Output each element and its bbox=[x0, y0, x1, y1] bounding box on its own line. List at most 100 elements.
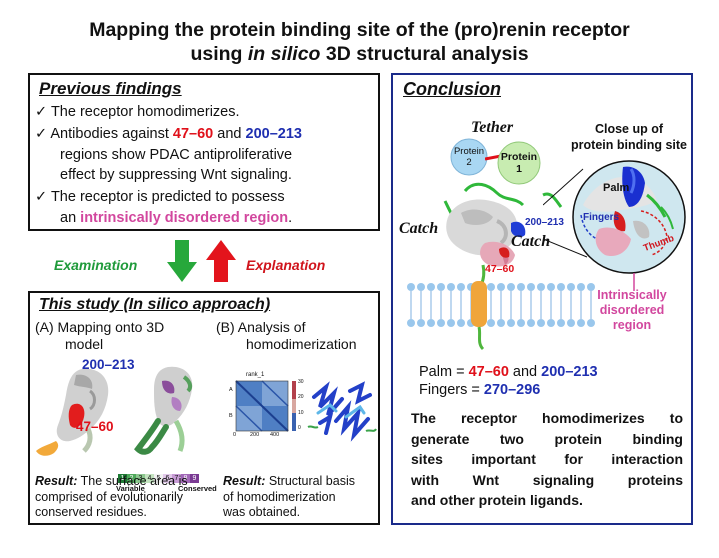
summary-line-4: with Wnt signaling proteins bbox=[411, 471, 683, 488]
protein-2-label: Protein 2 bbox=[450, 146, 488, 168]
check-icon: ✓ bbox=[35, 189, 48, 205]
palm-equation: Palm = 47–60 and 200–213 bbox=[419, 364, 598, 380]
result-a-line-3: conserved residues. bbox=[35, 505, 147, 519]
colorbar-tick-10: 10 bbox=[298, 410, 304, 416]
region-47-60: 47–60 bbox=[172, 126, 214, 142]
catch-left-label: Catch bbox=[399, 220, 439, 237]
intrinsically-disordered-region-text: intrinsically disordered region bbox=[80, 210, 289, 226]
panel-a-label-2: model bbox=[65, 336, 104, 352]
tether-connector bbox=[485, 154, 501, 161]
bullet-2-pre: Antibodies against bbox=[50, 126, 173, 142]
fingers-region-270-296: 270–296 bbox=[483, 382, 541, 398]
result-b-line-3: was obtained. bbox=[223, 505, 301, 519]
summary-line-2: generate two protein binding bbox=[411, 430, 683, 447]
panel-b-label: (B) Analysis of bbox=[216, 319, 306, 335]
bullet-3-text: The receptor is predicted to possess bbox=[50, 189, 285, 205]
summary-line-3: sites important for interaction bbox=[411, 451, 683, 467]
heatmap-tick-x-200: 200 bbox=[250, 432, 260, 438]
conclusion-label-47-60: 47–60 bbox=[485, 263, 515, 275]
palm-equation-pre: Palm = bbox=[419, 364, 469, 380]
idr-label-2: disordered bbox=[599, 303, 665, 317]
colorbar-tick-0: 0 bbox=[298, 425, 301, 431]
contact-map-heatmap bbox=[235, 380, 296, 432]
legend-swatch-8: 8 bbox=[181, 474, 190, 483]
protein-1-number: 1 bbox=[516, 163, 522, 175]
heatmap-tick-y-a: A bbox=[229, 387, 233, 393]
bullet-3-line-2: an intrinsically disordered region. bbox=[60, 209, 292, 228]
result-b-line-2: of homodimerization bbox=[223, 490, 336, 504]
fingers-label: Fingers bbox=[583, 212, 620, 223]
colorbar-tick-20: 20 bbox=[298, 394, 304, 400]
bullet-1-text: The receptor homodimerizes. bbox=[50, 104, 240, 120]
protein-1-label: Protein 1 bbox=[497, 151, 541, 175]
closeup-title-2: protein binding site bbox=[571, 138, 687, 152]
conservation-surface-model bbox=[134, 366, 193, 455]
legend-swatch-3: 3 bbox=[136, 474, 145, 483]
legend-swatch-6: 6 bbox=[163, 474, 172, 483]
legend-swatch-1: 1 bbox=[118, 474, 127, 483]
heatmap-tick-x-0: 0 bbox=[233, 432, 237, 438]
legend-swatch-4: 4 bbox=[145, 474, 154, 483]
examination-label: Examination bbox=[54, 257, 138, 273]
colorbar-tick-30: 30 bbox=[298, 379, 304, 385]
bullet-2-mid: and bbox=[213, 126, 246, 142]
page-title: Mapping the protein binding site of the … bbox=[0, 18, 719, 66]
protein-surface-model-left bbox=[36, 368, 109, 456]
title-line-2: using in silico 3D structural analysis bbox=[0, 42, 719, 66]
protein-2-number: 2 bbox=[466, 157, 472, 168]
legend-conserved: Conserved bbox=[178, 484, 217, 493]
conclusion-summary: The receptor homodimerizes to generate t… bbox=[411, 408, 683, 511]
bullet-3-pre: an bbox=[60, 210, 81, 226]
title-line-2-italic: in silico bbox=[247, 43, 321, 65]
bullet-2: ✓ Antibodies against 47–60 and 200–213 bbox=[35, 125, 302, 144]
result-a-line-1: Result: The surface area is bbox=[35, 474, 188, 489]
result-b-line-1: Result: Structural basis bbox=[223, 474, 355, 489]
palm-equation-mid: and bbox=[508, 364, 542, 380]
explanation-label: Explanation bbox=[246, 257, 326, 273]
this-study-heading: This study (In silico approach) bbox=[39, 296, 271, 313]
title-line-2-pre: using bbox=[190, 43, 248, 65]
conclusion-label-200-213: 200–213 bbox=[525, 217, 564, 228]
dimer-ribbon-model bbox=[307, 381, 377, 442]
legend-swatch-2: 2 bbox=[127, 474, 136, 483]
check-icon: ✓ bbox=[35, 104, 48, 120]
closeup-connector-lines bbox=[543, 168, 588, 258]
palm-label: Palm bbox=[603, 182, 630, 194]
palm-region-200-213: 200–213 bbox=[541, 364, 598, 380]
bullet-2-line-2: regions show PDAC antiproliferative bbox=[60, 147, 293, 163]
heatmap-tick-y-b: B bbox=[229, 413, 233, 419]
result-a-label: Result: bbox=[35, 474, 78, 488]
heatmap-title: rank_1 bbox=[246, 372, 265, 378]
study-label-47-60: 47–60 bbox=[76, 419, 114, 434]
result-a-line-2: comprised of evolutionarily bbox=[35, 490, 183, 504]
region-200-213: 200–213 bbox=[245, 126, 302, 142]
protein-2-text: Protein bbox=[453, 146, 485, 157]
closeup-circle bbox=[572, 160, 686, 274]
fingers-equation-pre: Fingers = bbox=[419, 382, 484, 398]
previous-findings-heading: Previous findings bbox=[39, 79, 182, 98]
closeup-title: Close up of protein binding site bbox=[569, 121, 689, 153]
summary-line-5: and other protein ligands. bbox=[411, 492, 583, 508]
panel-a-label: (A) Mapping onto 3D bbox=[35, 319, 165, 335]
fingers-equation: Fingers = 270–296 bbox=[419, 382, 540, 398]
up-arrow-icon bbox=[206, 240, 236, 282]
result-a-text-1: The surface area is bbox=[77, 474, 188, 488]
idr-pointer-line bbox=[633, 273, 635, 291]
legend-swatch-5: 5 bbox=[154, 474, 163, 483]
catch-right-label: Catch bbox=[511, 233, 551, 250]
palm-region-47-60: 47–60 bbox=[468, 364, 509, 380]
protein-2-circle bbox=[450, 138, 488, 176]
conclusion-box: Conclusion Close up of protein binding s… bbox=[391, 73, 693, 525]
study-label-200-213: 200–213 bbox=[82, 357, 135, 372]
result-b-label: Result: bbox=[223, 474, 266, 488]
idr-label-1: Intrinsically bbox=[597, 288, 667, 302]
title-line-2-post: 3D structural analysis bbox=[320, 43, 529, 65]
idr-label: Intrinsically disordered region bbox=[573, 288, 691, 333]
bullet-2-line-3: effect by suppressing Wnt signaling. bbox=[60, 167, 292, 183]
check-icon: ✓ bbox=[35, 126, 48, 142]
protein-1-circle bbox=[497, 141, 541, 185]
panel-b-label-2: homodimerization bbox=[246, 336, 357, 352]
previous-findings-box: Previous findings ✓ The receptor homodim… bbox=[28, 73, 380, 231]
conservation-legend: 1 2 3 4 5 6 7 8 9 bbox=[118, 474, 199, 483]
receptor-membrane-illustration bbox=[405, 182, 595, 351]
